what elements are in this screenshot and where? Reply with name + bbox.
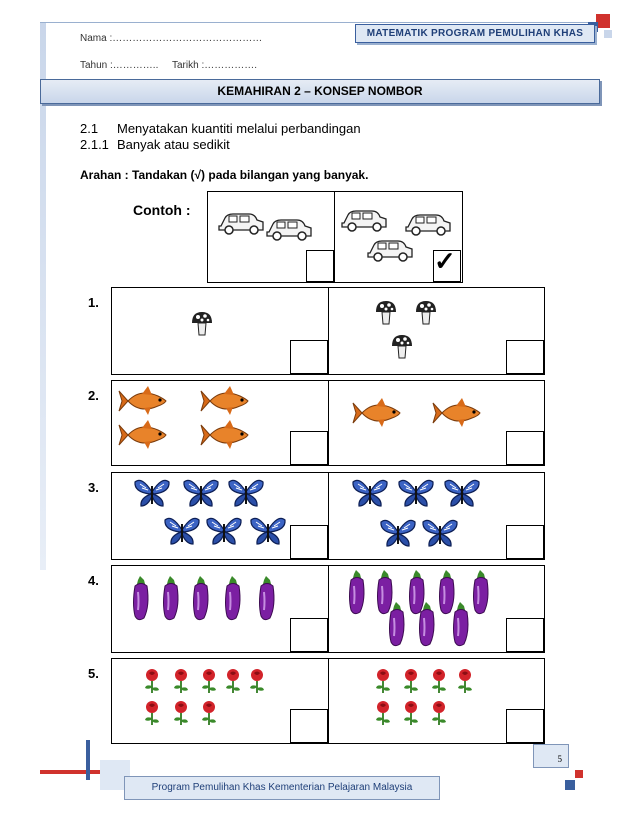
instruction: Arahan : Tandakan (√) pada bilangan yang…: [80, 168, 369, 182]
footer-deco-blue: [86, 740, 90, 780]
check-mark-icon: ✓: [434, 246, 456, 276]
eggplant-icon: [377, 570, 393, 615]
rose-icon: [432, 669, 446, 693]
mushroom-icon: [192, 312, 212, 336]
page-title: KEMAHIRAN 2 – KONSEP NOMBOR: [40, 79, 600, 104]
objective-code-2: 2.1.1: [80, 137, 109, 152]
rose-icon: [404, 669, 418, 693]
rose-icon: [458, 669, 472, 693]
eggplant-icon: [193, 576, 209, 621]
example-box: [207, 191, 463, 283]
example-label: Contoh :: [133, 202, 191, 218]
answer-box-5-right[interactable]: [506, 709, 544, 743]
rose-icon: [202, 669, 216, 693]
question-number-2: 2.: [88, 388, 99, 403]
mushroom-icon: [376, 301, 396, 325]
footer-deco-blue-right: [565, 780, 575, 790]
footer-text: Program Pemulihan Khas Kementerian Pelaj…: [124, 776, 440, 800]
goldfish-icon: [118, 420, 167, 449]
tahun-field: Tahun :…………..: [80, 60, 159, 71]
eggplant-icon: [473, 570, 489, 615]
top-decorative-line: [40, 22, 605, 23]
answer-box-3-left[interactable]: [290, 525, 328, 559]
question-box-4: [111, 565, 545, 653]
goldfish-icon: [352, 398, 401, 427]
car-icon: [218, 213, 264, 235]
example-answer-box-right[interactable]: [433, 250, 461, 282]
answer-box-4-left[interactable]: [290, 618, 328, 652]
butterfly-icon: [206, 517, 242, 545]
car-icon: [266, 219, 312, 241]
eggplant-icon: [409, 570, 425, 615]
eggplant-icon: [133, 576, 149, 621]
butterfly-icon: [164, 517, 200, 545]
objective-code-1: 2.1: [80, 121, 99, 136]
rose-icon: [174, 669, 188, 693]
footer-deco-red: [40, 770, 100, 774]
answer-box-1-right[interactable]: [506, 340, 544, 374]
eggplant-icon: [259, 576, 275, 621]
rose-icon: [404, 701, 418, 725]
eggplant-icon: [453, 602, 469, 647]
page-number: 5: [533, 744, 569, 768]
mushroom-icon: [392, 335, 412, 359]
goldfish-icon: [200, 386, 249, 415]
rose-icon: [376, 669, 390, 693]
car-icon: [405, 214, 451, 236]
eggplant-icon: [163, 576, 179, 621]
rose-icon: [145, 701, 159, 725]
answer-box-2-left[interactable]: [290, 431, 328, 465]
butterfly-icon: [228, 479, 264, 507]
car-icon: [341, 210, 387, 232]
eggplant-icon: [419, 602, 435, 647]
eggplant-icon: [225, 576, 241, 621]
footer-deco-red-right: [575, 770, 583, 778]
goldfish-icon: [432, 398, 481, 427]
eggplant-icon: [439, 570, 455, 615]
nama-field: Nama :………………………………………: [80, 33, 263, 44]
rose-icon: [226, 669, 240, 693]
butterfly-icon: [444, 479, 480, 507]
goldfish-icon: [118, 386, 167, 415]
butterfly-icon: [352, 479, 388, 507]
eggplant-icon: [389, 602, 405, 647]
answer-box-5-left[interactable]: [290, 709, 328, 743]
objective-text-1: Menyatakan kuantiti melalui perbandingan: [117, 121, 361, 136]
objective-text-2: Banyak atau sedikit: [117, 137, 230, 152]
question-box-1: [111, 287, 545, 375]
rose-icon: [145, 669, 159, 693]
corner-square-light: [604, 30, 612, 38]
question-number-4: 4.: [88, 573, 99, 588]
eggplant-icon: [349, 570, 365, 615]
question-box-3: [111, 472, 545, 560]
mushroom-icon: [416, 301, 436, 325]
butterfly-icon: [134, 479, 170, 507]
rose-icon: [174, 701, 188, 725]
butterfly-icon: [183, 479, 219, 507]
question-number-3: 3.: [88, 480, 99, 495]
example-answer-box-left[interactable]: [306, 250, 334, 282]
answer-box-3-right[interactable]: [506, 525, 544, 559]
answer-box-1-left[interactable]: [290, 340, 328, 374]
butterfly-icon: [398, 479, 434, 507]
question-number-5: 5.: [88, 666, 99, 681]
tarikh-field: Tarikh :…………….: [172, 60, 258, 71]
question-box-2: [111, 380, 545, 466]
left-decorative-bar: [40, 22, 46, 570]
corner-square-red: [596, 14, 610, 28]
header-banner: MATEMATIK PROGRAM PEMULIHAN KHAS: [355, 24, 595, 43]
butterfly-icon: [250, 517, 286, 545]
question-box-5: [111, 658, 545, 744]
car-icon: [367, 240, 413, 262]
question-number-1: 1.: [88, 295, 99, 310]
answer-box-4-right[interactable]: [506, 618, 544, 652]
rose-icon: [432, 701, 446, 725]
butterfly-icon: [422, 519, 458, 547]
butterfly-icon: [380, 519, 416, 547]
rose-icon: [376, 701, 390, 725]
goldfish-icon: [200, 420, 249, 449]
answer-box-2-right[interactable]: [506, 431, 544, 465]
rose-icon: [202, 701, 216, 725]
rose-icon: [250, 669, 264, 693]
